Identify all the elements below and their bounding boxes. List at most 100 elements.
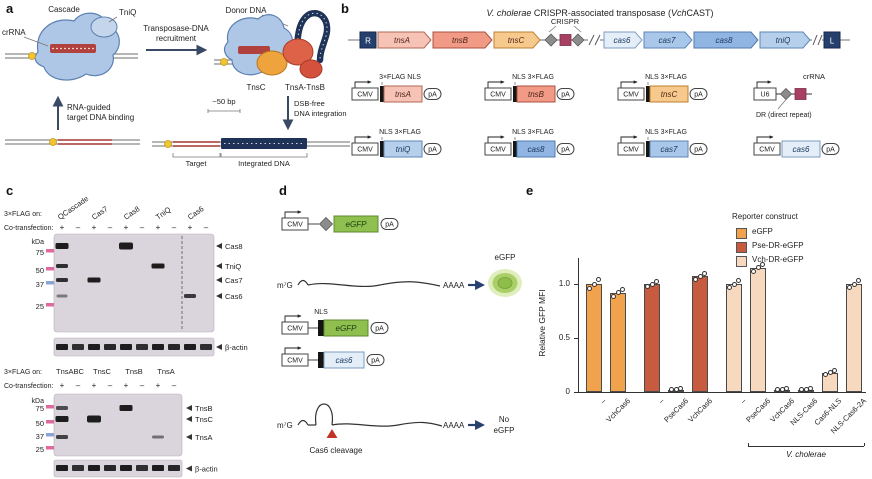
band-arrow-icon [216,344,222,350]
data-point [645,283,650,289]
cas8-gene [693,31,759,49]
svg-text:–: – [140,381,145,390]
actin-label-2: β-actin [195,465,218,474]
panel-a-label: a [6,1,14,16]
no-egfp-label-2: eGFP [494,426,515,435]
cas6-gene [603,31,643,49]
data-point [851,281,857,287]
svg-text:+: + [60,223,65,232]
y-tick [574,284,578,285]
band-label: Cas8 [225,242,243,251]
svg-text:–: – [172,223,177,232]
tniQ-gene-label: tniQ [776,36,791,45]
nls-bar [318,320,324,336]
construct-tnsC: CMV NLS 3×FLAG tnsC pA [617,74,708,103]
panel-c-western-blots: 3×FLAG on: QCascade Cas7 Cas8 TniQ Cas6 … [4,194,248,478]
svg-text:+: + [60,381,65,390]
tnsab-protein [282,38,314,66]
gene-label: cas8 [528,145,545,154]
pa-label: pA [371,358,380,365]
flag-on-label-2: 3×FLAG on: [4,369,42,376]
kda-marker: 25 [36,445,44,454]
promoter-label: CMV [287,358,303,365]
tnsc-protein [256,50,288,76]
spacer-square [794,88,807,100]
blot1-group-labels: QCascade Cas7 Cas8 TniQ Cas6 [56,194,206,222]
nls-tag-bar [380,86,384,102]
kda-label: kDa [32,239,45,246]
svg-text:+: + [124,223,129,232]
panel-d-label: d [279,183,287,198]
panel-b-constructs-diagram: V. cholerae CRISPR-associated transposas… [348,8,850,158]
egfp-gene-label: eGFP [336,324,358,333]
pa-label: pA [561,92,570,99]
gene-label: tnsA [395,90,411,99]
blot1-band-labels: Cas8 TniQ Cas7 Cas6 [216,242,243,301]
y-tick-label: 0.5 [558,333,570,342]
data-point [760,262,765,268]
svg-text:–: – [76,381,81,390]
naked-target-dna [5,138,140,146]
left-end-label: L [830,37,835,46]
cas6-gene-label: cas6 [614,36,631,45]
x-tick-label: VchCas6 [603,396,632,425]
right-end-label: R [365,37,371,46]
donor-dna-label: Donor DNA [226,6,268,15]
cotransfection-label-2: Co-transfection: [4,383,53,390]
actin-label: β-actin [225,343,248,352]
data-point [596,277,601,283]
promoter-label: CMV [490,92,506,99]
pa-label: pA [428,147,437,154]
cleaved-mrna: m⁷G AAAA No eGFP Cas6 cleavage [277,403,515,455]
tnsB-gene-label: tnsB [452,36,469,45]
svg-text:+: + [92,381,97,390]
y-axis [578,258,579,392]
data-point [727,284,732,290]
data-point [678,386,683,392]
data-point [847,284,852,290]
tniq-label: TniQ [119,8,136,17]
band-arrow-icon [216,293,222,299]
group-bracket-label: V. cholerae [786,450,826,459]
band-arrow-icon [216,243,222,249]
bar [846,284,862,392]
bar [586,284,602,392]
legend-swatch [736,242,747,253]
blot2-membrane [53,393,183,457]
band-label: TnsC [195,415,214,424]
panel-b-label: b [341,1,349,16]
band-label: TnsB [195,404,213,413]
blot1-membrane [53,233,215,333]
promoter-label: CMV [623,147,639,154]
data-point [751,268,756,274]
band-arrow-icon [186,465,192,472]
rna-guided-label-2: target DNA binding [67,113,134,122]
dr-note: DR (direct repeat) [756,112,812,119]
promoter-label: CMV [623,92,639,99]
data-point [731,281,737,287]
legend-label: Vch-DR-eGFP [752,254,804,264]
blot1-bands [55,242,196,298]
kda-marker: 50 [36,266,44,275]
group-bracket-tick [864,443,865,446]
tnsC-gene-label: tnsC [508,36,525,45]
x-tick-label: VchCas6 [685,396,714,425]
data-point [620,286,625,292]
x-axis [578,392,866,393]
nls-tag-bar [646,141,650,157]
band-arrow-icon [186,434,192,440]
dsb-free-label-2: DNA integration [294,109,347,118]
x-tick-label: – [598,396,608,406]
tnsA-gene-label: tnsA [394,36,410,45]
band-arrow-icon [186,405,192,411]
data-point [697,273,703,279]
tnsC-gene [493,31,541,49]
vchcast-operon: R tnsA tnsB tnsC CRISPR cas6 cas7 cas8 t… [348,17,850,49]
cas7-gene-label: cas7 [659,36,676,45]
distance-label: ~50 bp [212,97,235,106]
group-label: TniQ [154,205,173,222]
data-point [736,278,741,284]
svg-text:+: + [188,223,193,232]
construct-cas8: CMV NLS 3×FLAG cas8 pA [484,129,575,158]
egfp-result-label: eGFP [495,253,516,262]
